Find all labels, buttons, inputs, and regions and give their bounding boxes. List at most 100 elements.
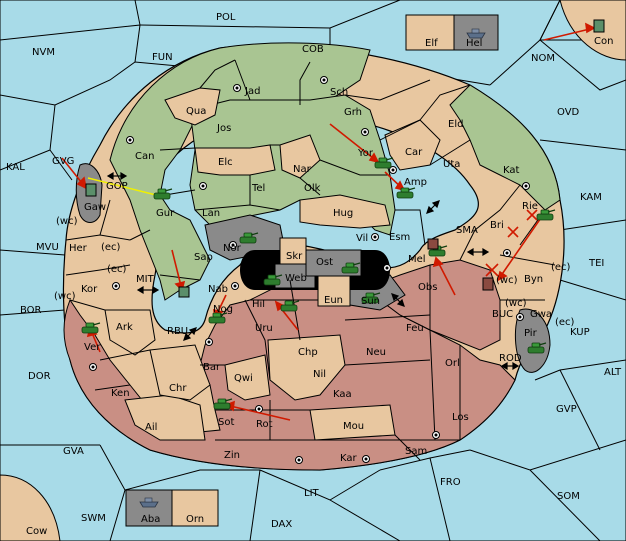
- label-ec3: (ec): [107, 264, 127, 275]
- label-ark: Ark: [116, 322, 133, 333]
- label-gaw: Gaw: [84, 202, 106, 213]
- label-sch: Sch: [330, 87, 348, 98]
- label-wc4: (wc): [505, 298, 527, 309]
- tan-pocket-elc: [194, 144, 276, 176]
- label-car: Car: [405, 147, 423, 158]
- label-kup: KUP: [570, 327, 590, 338]
- label-mvu: MVU: [36, 242, 59, 253]
- label-lit: LIT: [304, 488, 320, 499]
- label-gwa: Gwa: [530, 309, 552, 320]
- label-feu: Feu: [406, 323, 424, 334]
- label-rot: Rot: [256, 419, 273, 430]
- tan-pocket-qwi: [224, 354, 271, 401]
- label-gva: GVA: [63, 446, 84, 457]
- label-rie: Rie: [522, 201, 538, 212]
- label-rbu: RBU: [167, 326, 188, 337]
- label-nar: Nar: [293, 164, 312, 175]
- label-cob: COB: [302, 44, 324, 55]
- label-buc: BUC: [492, 309, 513, 320]
- label-chp: Chp: [298, 347, 318, 358]
- tan-pocket-hug: [299, 194, 391, 229]
- label-rod: ROD: [499, 353, 522, 364]
- aba-box: [125, 489, 173, 527]
- label-amp: Amp: [404, 177, 427, 188]
- label-jos: Jos: [216, 123, 231, 134]
- label-uru: Uru: [255, 323, 273, 334]
- label-elc: Elc: [218, 157, 233, 168]
- label-pol: POL: [216, 12, 236, 23]
- label-som: SOM: [557, 491, 580, 502]
- label-swm: SWM: [81, 513, 106, 524]
- label-esm: Esm: [389, 232, 410, 243]
- label-elf: Elf: [425, 38, 438, 49]
- label-olk: Olk: [304, 183, 321, 194]
- label-neu: Neu: [366, 347, 386, 358]
- eun-box: [317, 275, 351, 307]
- label-mou: Mou: [343, 421, 364, 432]
- label-zin: Zin: [224, 450, 240, 461]
- label-hug: Hug: [333, 208, 353, 219]
- gray-pir: [515, 308, 551, 373]
- label-jad: Jad: [244, 86, 260, 97]
- label-gop: GOP: [106, 181, 128, 192]
- label-chr: Chr: [169, 383, 187, 394]
- label-los: Los: [452, 412, 469, 423]
- label-wc1: (wc): [56, 216, 78, 227]
- label-sun: Sun: [361, 296, 380, 307]
- label-kat: Kat: [503, 165, 520, 176]
- label-hel: Hel: [466, 38, 482, 49]
- label-kal: KAL: [6, 162, 25, 173]
- label-ken: Ken: [111, 388, 130, 399]
- label-sma: SMA: [456, 225, 478, 236]
- label-tei: TEI: [588, 258, 604, 269]
- label-kam: KAM: [580, 192, 602, 203]
- label-nom: NOM: [531, 53, 555, 64]
- strait-markers: [106, 171, 520, 371]
- label-obs: Obs: [418, 282, 437, 293]
- label-kar: Kar: [340, 453, 358, 464]
- label-ver: Ver: [84, 342, 101, 353]
- label-nab: Nab: [208, 284, 228, 295]
- label-gvp: GVP: [556, 404, 577, 415]
- label-mit: MIT: [136, 274, 155, 285]
- label-eun: Eun: [324, 295, 343, 306]
- label-pir: Pir: [524, 328, 538, 339]
- label-ec4: (ec): [555, 317, 575, 328]
- label-tel: Tel: [251, 183, 265, 194]
- move-arrows: [61, 22, 596, 421]
- label-kaa: Kaa: [333, 389, 352, 400]
- label-skr: Skr: [286, 251, 303, 262]
- label-sam: Sam: [405, 446, 427, 457]
- label-gur: Gur: [156, 208, 175, 219]
- label-cow: Cow: [26, 526, 47, 537]
- label-grh: Grh: [344, 107, 362, 118]
- label-nog: Nog: [213, 304, 233, 315]
- label-lan: Lan: [202, 208, 220, 219]
- label-wc3: (wc): [496, 275, 518, 286]
- label-orn: Orn: [186, 514, 204, 525]
- label-gvg: GVG: [52, 156, 74, 167]
- label-dax: DAX: [271, 519, 292, 530]
- label-bri: Bri: [490, 220, 504, 231]
- label-eld: Eld: [448, 119, 463, 130]
- label-con: Con: [594, 36, 613, 47]
- elf-box: [405, 14, 455, 51]
- label-bar: Bar: [203, 362, 221, 373]
- label-mel: Mel: [408, 254, 426, 265]
- hel-box: [453, 14, 499, 51]
- label-can: Can: [135, 151, 154, 162]
- tan-pocket-nar: [279, 134, 321, 179]
- label-sap: Sap: [194, 252, 213, 263]
- label-nvm: NVM: [32, 47, 55, 58]
- label-orl: Orl: [445, 358, 460, 369]
- label-her: Her: [69, 243, 88, 254]
- label-web: Web: [285, 273, 307, 284]
- orn-box: [171, 489, 219, 527]
- label-nor: Nor: [223, 243, 242, 254]
- label-ec1: (ec): [101, 242, 121, 253]
- map-labels: POL NVM FUN COB NOM Con Elf Hel OVD KAL …: [6, 12, 622, 537]
- label-ec2: (ec): [551, 262, 571, 273]
- label-byn: Byn: [524, 274, 543, 285]
